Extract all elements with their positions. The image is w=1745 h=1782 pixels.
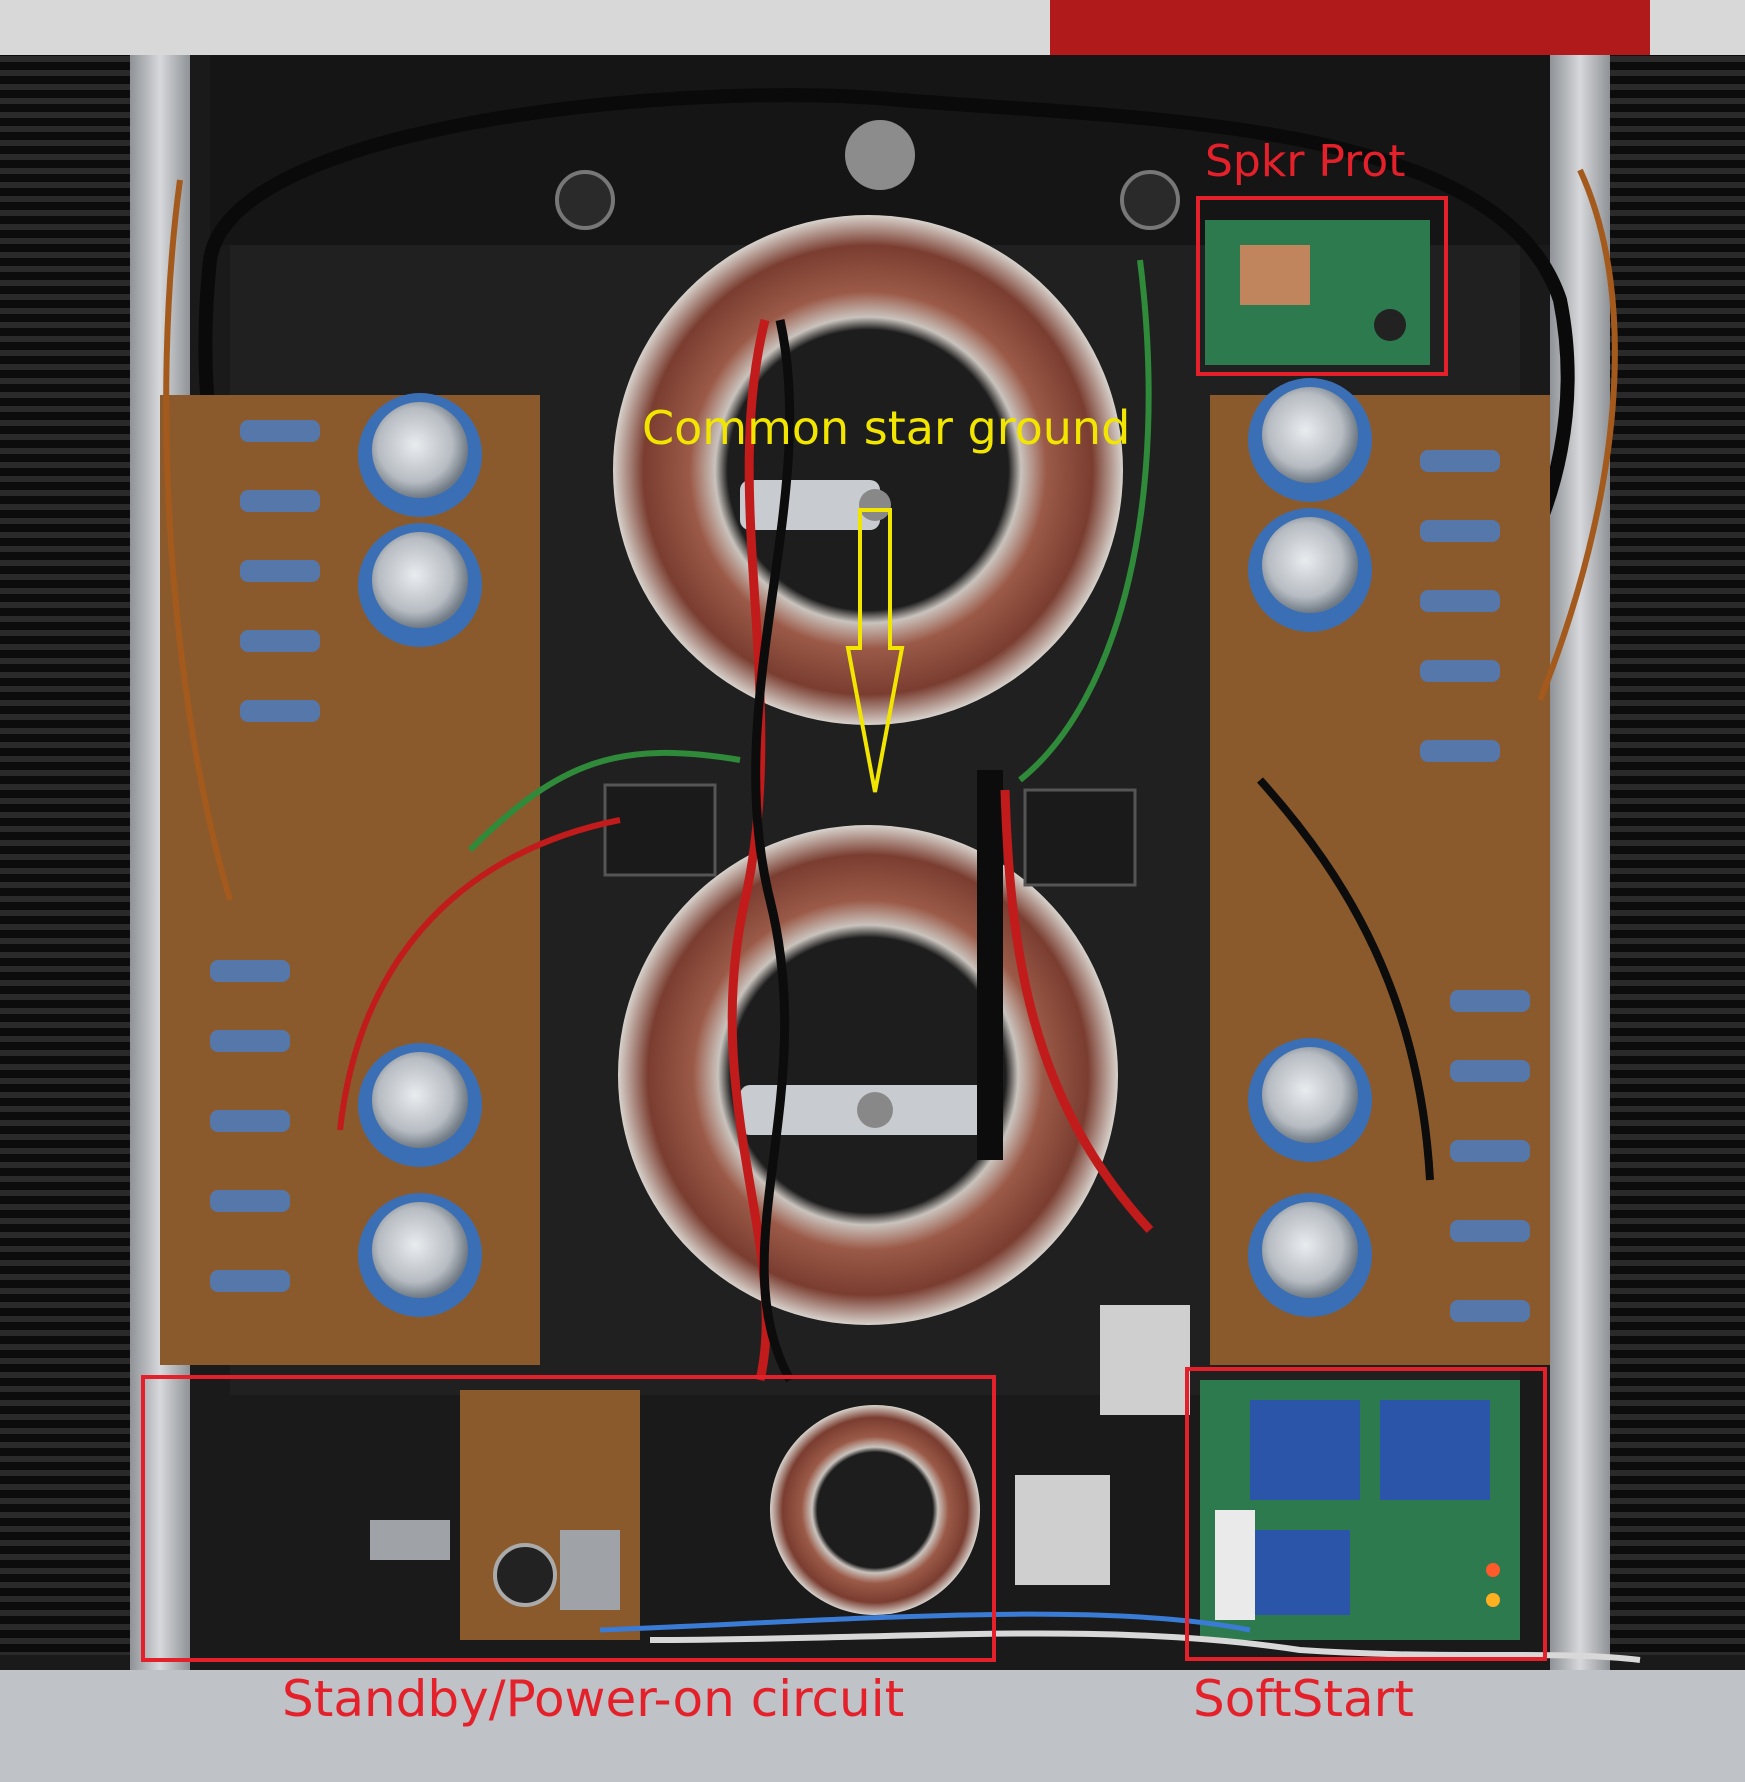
left-capacitors — [358, 393, 482, 1317]
left-amp-pcb — [160, 395, 540, 1365]
softstart-label: SoftStart — [1193, 1670, 1414, 1728]
upper-toroid-transformer — [613, 215, 1123, 725]
left-heatsink — [0, 55, 140, 1655]
softstart-box — [1185, 1367, 1547, 1661]
front-panel-edge — [0, 1670, 1745, 1782]
right-resistors — [1420, 450, 1530, 1322]
common-star-ground-label: Common star ground — [642, 401, 1131, 455]
star-ground-arrow — [845, 508, 905, 793]
spkr-prot-label: Spkr Prot — [1205, 136, 1406, 187]
left-resistors — [210, 420, 320, 1292]
standby-power-on-label: Standby/Power-on circuit — [282, 1670, 905, 1728]
standby-toroid — [770, 1405, 980, 1615]
right-capacitors — [1248, 378, 1372, 1317]
right-heatsink — [1610, 55, 1745, 1655]
lower-toroid-transformer — [618, 825, 1118, 1325]
standby-circuit-box — [141, 1375, 996, 1662]
spkr-prot-box — [1196, 196, 1448, 376]
